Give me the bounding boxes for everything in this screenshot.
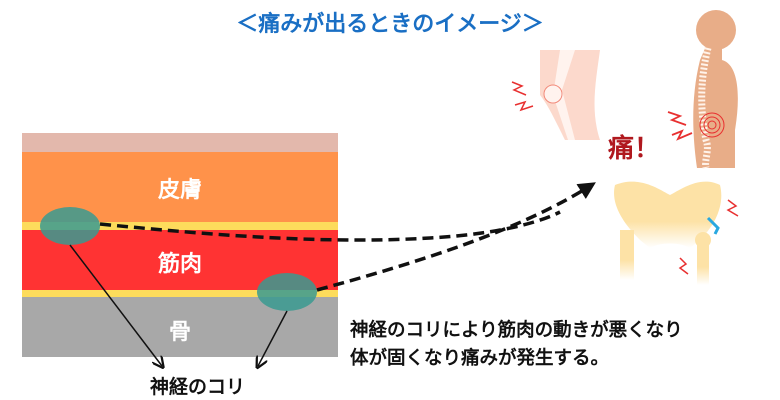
- blue-arrow-icon: [706, 216, 720, 235]
- spine-illustration: [667, 10, 738, 169]
- pain-label: 痛！: [608, 134, 661, 164]
- nerve-knot-label: 神経のコリ: [150, 376, 246, 398]
- pain-spark-icon: [678, 199, 739, 275]
- caption-line-2: 体が固くなり痛みが発生する。: [350, 348, 610, 369]
- nerve-knot-2: [257, 273, 317, 311]
- skin-label: 皮膚: [157, 178, 202, 203]
- caption-line-1: 神経のコリにより筋肉の動きが悪くなり: [350, 320, 683, 341]
- pelvis-illustration: [614, 181, 739, 285]
- muscle-label: 筋肉: [157, 252, 202, 277]
- bone-label: 骨: [168, 320, 191, 345]
- pain-spark-icon: [667, 111, 693, 141]
- pointer-arrow-2: [258, 310, 288, 366]
- skin-surface-layer: [22, 133, 338, 152]
- pain-spark-icon: [511, 81, 534, 112]
- dashed-arrow-to-pain: [316, 182, 596, 292]
- knee-illustration: [511, 50, 600, 140]
- nerve-knot-1: [40, 207, 100, 245]
- page-title: ＜痛みが出るときのイメージ＞: [236, 12, 544, 37]
- fascia-layer-lower: [22, 290, 338, 297]
- dashed-path-1: [99, 210, 561, 242]
- fascia-layer-upper: [22, 222, 338, 230]
- pointer-arrow-1: [69, 244, 162, 366]
